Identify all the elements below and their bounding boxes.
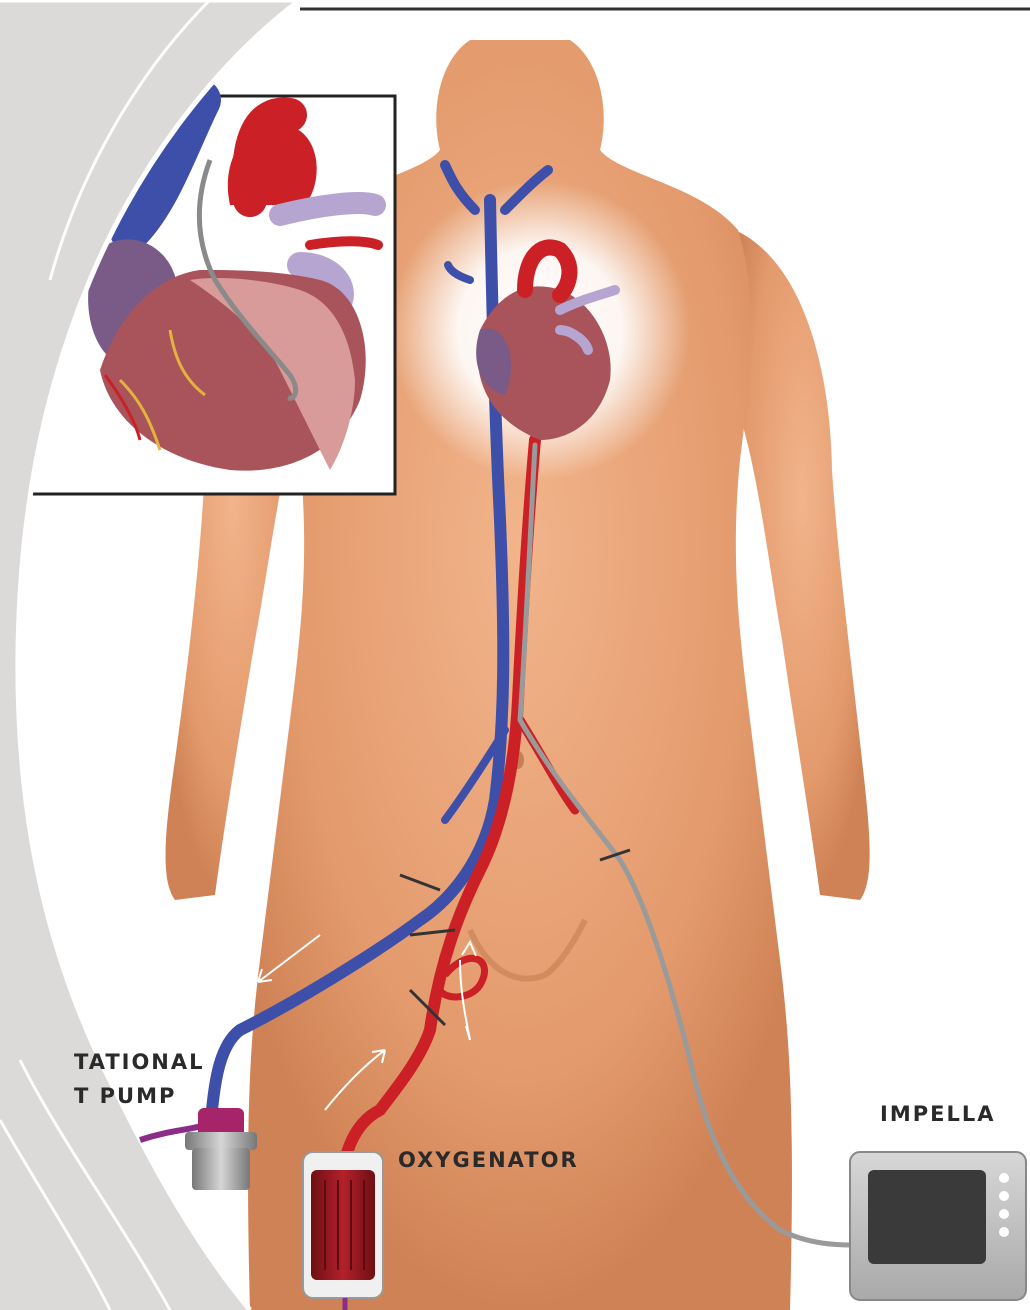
- impella-label: IMPELLA: [880, 1102, 995, 1126]
- impella-console-device: [850, 1152, 1026, 1300]
- rotational-pump-label-line2: T PUMP: [74, 1084, 176, 1108]
- rotational-pump-label-line1: TATIONAL: [74, 1050, 205, 1074]
- oxygenator-device: [303, 1152, 383, 1310]
- oxygenator-label: OXYGENATOR: [398, 1148, 579, 1172]
